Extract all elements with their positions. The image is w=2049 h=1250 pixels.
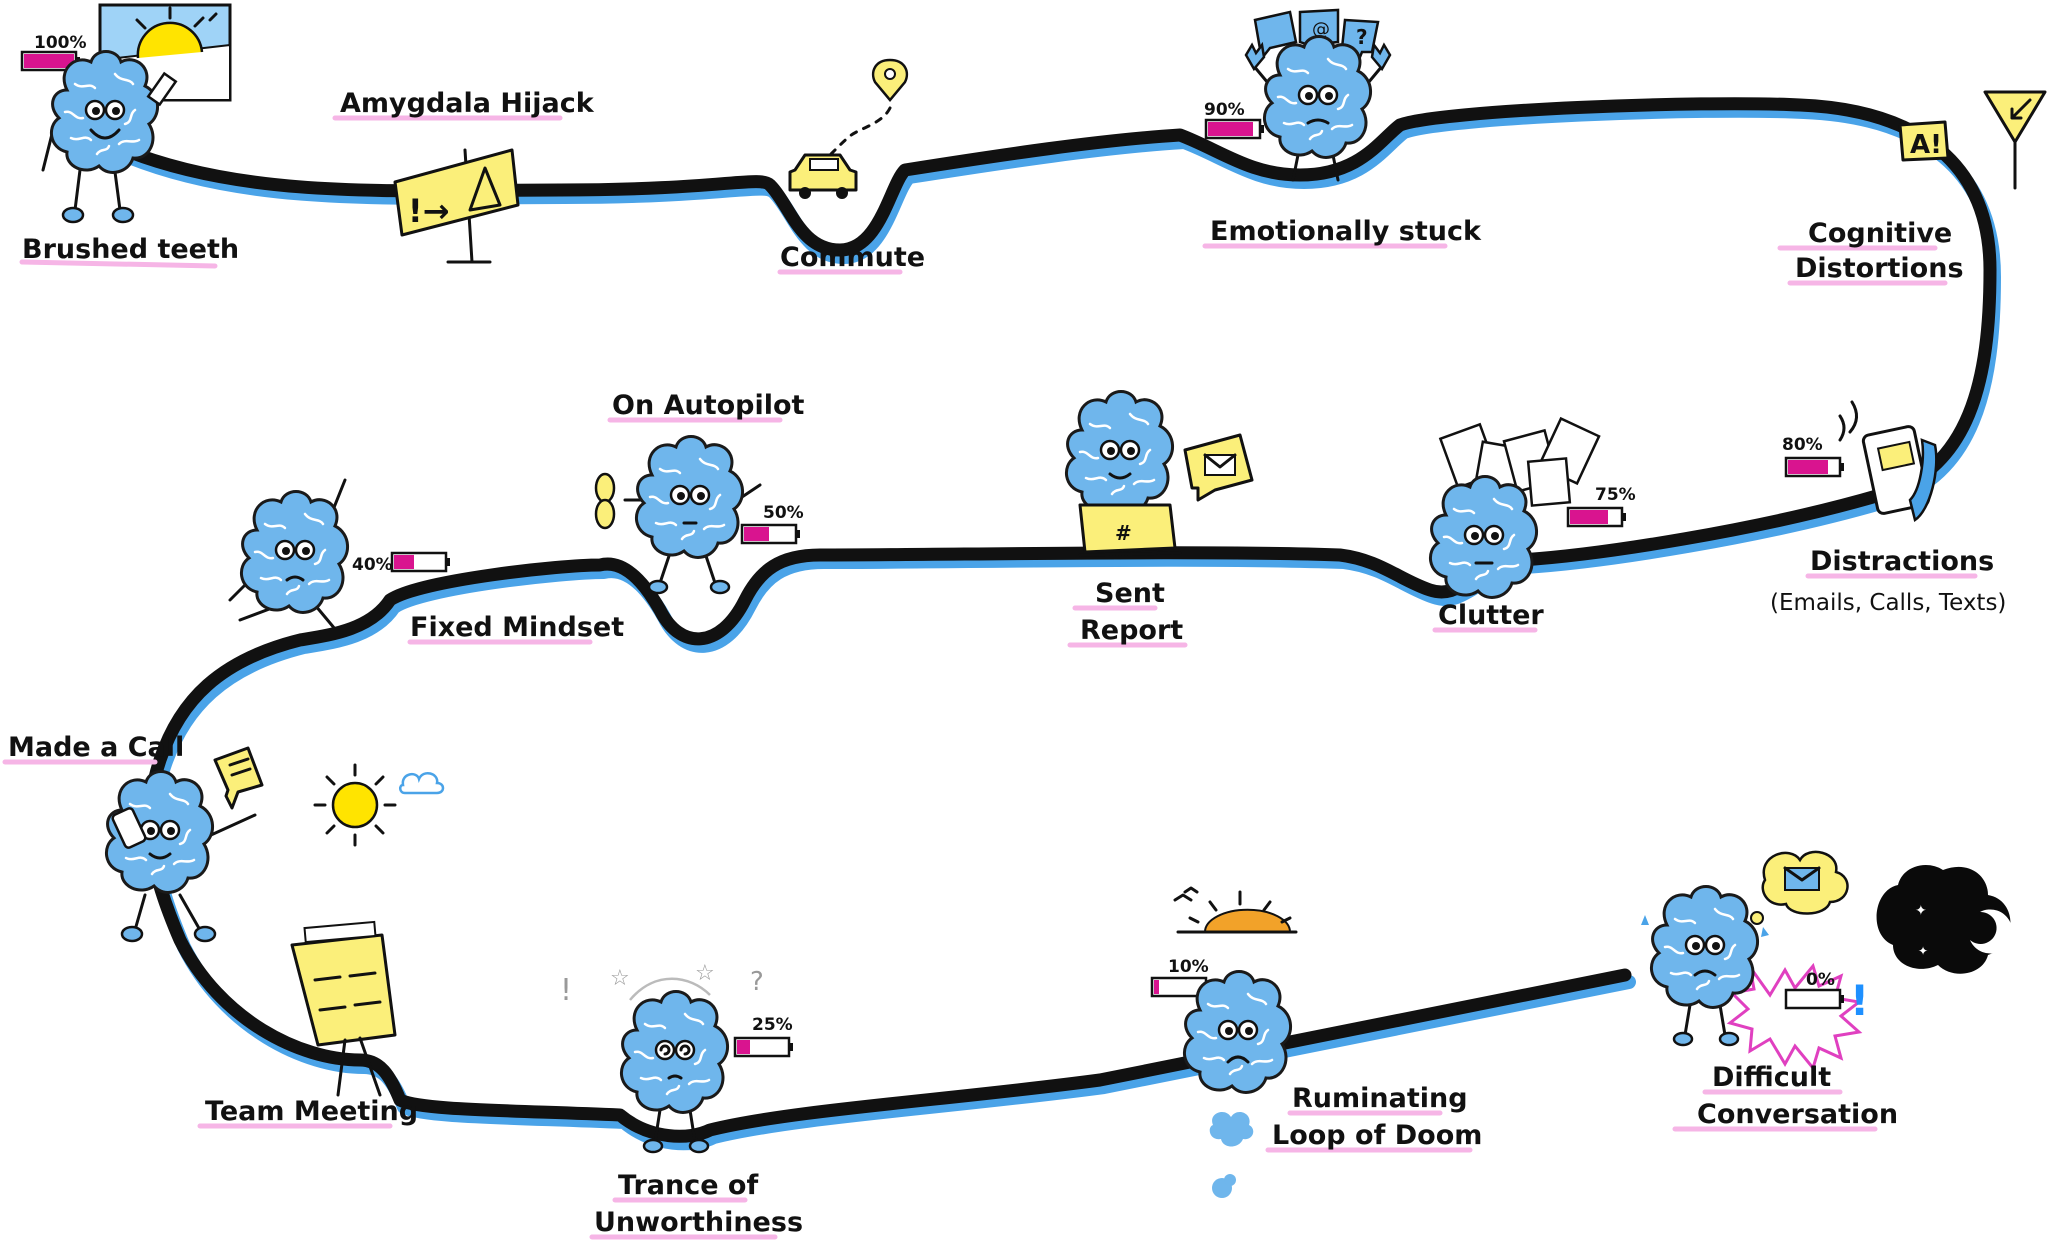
label-on-autopilot: On Autopilot bbox=[612, 390, 805, 421]
label-report: Report bbox=[1080, 615, 1183, 646]
stop-distractions: 80% Distractions (Emails, Calls, Texts) bbox=[1770, 400, 2006, 616]
brain-character-anxious bbox=[1641, 885, 1769, 1047]
label-brushed-teeth: Brushed teeth bbox=[22, 234, 239, 265]
battery-75: 75% bbox=[1566, 485, 1636, 528]
stop-brushed-teeth: 100% Brushed teeth bbox=[19, 3, 239, 269]
documents-icon bbox=[1438, 416, 1601, 507]
battery-50: 50% bbox=[740, 503, 804, 545]
flipchart-icon bbox=[290, 920, 397, 1097]
road bbox=[118, 97, 2001, 1151]
toothbrush-icon bbox=[146, 71, 178, 107]
label-distortions: Distortions bbox=[1795, 253, 1964, 284]
battery-percent: 100% bbox=[34, 33, 87, 53]
label-distractions: Distractions bbox=[1810, 546, 1994, 577]
svg-text:✦: ✦ bbox=[1915, 903, 1927, 919]
battery-percent: 0% bbox=[1806, 970, 1835, 990]
label-difficult: Difficult bbox=[1712, 1062, 1831, 1093]
stop-commute: Commute bbox=[777, 58, 925, 275]
battery-80: 80% bbox=[1782, 435, 1844, 478]
svg-text:?: ? bbox=[1356, 25, 1368, 49]
warning-sign-icon: A! bbox=[1898, 120, 1950, 162]
battery-10: 10% bbox=[1150, 957, 1210, 998]
battery-100: 100% bbox=[20, 33, 87, 72]
svg-text:#: # bbox=[1115, 521, 1132, 545]
road-line bbox=[118, 97, 1997, 1143]
label-emotionally-stuck: Emotionally stuck bbox=[1210, 216, 1482, 247]
brain-character-dizzy bbox=[619, 990, 730, 1154]
svg-text:☆: ☆ bbox=[610, 966, 630, 991]
battery-percent: 50% bbox=[763, 503, 804, 523]
label-trance-of: Trance of bbox=[618, 1170, 758, 1201]
brain-character-calling bbox=[104, 770, 257, 943]
battery-percent: 10% bbox=[1168, 957, 1209, 977]
sunset-icon bbox=[1173, 886, 1298, 934]
svg-text:✦: ✦ bbox=[1918, 944, 1928, 958]
battery-percent: 75% bbox=[1595, 485, 1636, 505]
label-distractions-sub: (Emails, Calls, Texts) bbox=[1770, 590, 2006, 616]
stop-cognitive-distortions: A! Cognitive Distortions bbox=[1777, 90, 2047, 286]
stop-clutter: 75% Clutter bbox=[1428, 416, 1636, 633]
speech-bubble-icon bbox=[213, 746, 264, 810]
stop-ruminating: 10% Ruminating Loop of Doom bbox=[1150, 886, 1482, 1198]
stop-sent-report: # Sent Report bbox=[1064, 390, 1254, 648]
stop-emotionally-stuck: @ ? 90% Emotionally stuck bbox=[1202, 8, 1482, 249]
brain-character-autopilot bbox=[634, 435, 762, 595]
battery-40: 40% bbox=[352, 551, 450, 575]
alert-starburst-icon: 0% ! bbox=[1726, 962, 1869, 1072]
brain-character-happy bbox=[41, 50, 178, 224]
stop-amygdala-hijack: Amygdala Hijack !→ bbox=[332, 88, 595, 264]
svg-text:@: @ bbox=[1312, 19, 1330, 40]
battery-percent: 25% bbox=[752, 1015, 793, 1035]
warning-sign-icon: !→ bbox=[393, 148, 520, 264]
battery-percent: 40% bbox=[352, 555, 393, 575]
car-icon bbox=[788, 153, 858, 199]
label-loop-of-doom: Loop of Doom bbox=[1272, 1120, 1482, 1151]
dizzy-symbols-icon: ! ☆ ☆ ? bbox=[560, 961, 764, 1016]
label-conversation: Conversation bbox=[1697, 1099, 1898, 1130]
label-amygdala-hijack: Amygdala Hijack bbox=[340, 88, 595, 119]
label-commute: Commute bbox=[780, 242, 925, 273]
svg-text:A!: A! bbox=[1910, 130, 1942, 160]
label-clutter: Clutter bbox=[1438, 600, 1544, 631]
battery-percent: 80% bbox=[1782, 435, 1823, 455]
label-made-a-call: Made a Call bbox=[8, 732, 184, 763]
label-cognitive: Cognitive bbox=[1808, 218, 1952, 249]
label-ruminating: Ruminating bbox=[1292, 1083, 1468, 1114]
stop-trance-of-unworthiness: ! ☆ ☆ ? 25% Trance of Unworthiness bbox=[560, 961, 803, 1240]
label-fixed-mindset: Fixed Mindset bbox=[410, 612, 624, 643]
night-moon-icon: ✦ ✦ bbox=[1876, 865, 2013, 974]
label-team-meeting: Team Meeting bbox=[205, 1096, 418, 1127]
thought-puffs-icon bbox=[1209, 1111, 1254, 1198]
stop-on-autopilot: On Autopilot 50% bbox=[594, 390, 805, 595]
sun-icon bbox=[313, 763, 397, 847]
cloud-icon bbox=[399, 771, 445, 795]
battery-25: 25% bbox=[733, 1015, 793, 1058]
thought-bubble-icon bbox=[1743, 850, 1849, 937]
svg-text:☆: ☆ bbox=[695, 961, 715, 986]
stop-fixed-mindset: 40% Fixed Mindset bbox=[228, 478, 624, 645]
yield-sign-icon bbox=[1983, 90, 2047, 190]
stop-difficult-conversation: ✦ ✦ 0% ! Diffi bbox=[1641, 850, 2013, 1132]
svg-text:!→: !→ bbox=[408, 192, 449, 230]
svg-text:?: ? bbox=[750, 967, 764, 997]
svg-text:!: ! bbox=[1850, 976, 1869, 1025]
battery-percent: 90% bbox=[1204, 100, 1245, 120]
label-unworthiness: Unworthiness bbox=[594, 1207, 803, 1238]
stop-team-meeting: Team Meeting bbox=[197, 920, 418, 1129]
svg-text:!: ! bbox=[560, 973, 572, 1008]
laptop-icon: # bbox=[1078, 503, 1182, 557]
envelope-icon bbox=[1183, 433, 1254, 502]
brain-character-stuck bbox=[1244, 35, 1392, 182]
brain-character-working bbox=[1064, 390, 1175, 514]
brain-character-overwhelmed bbox=[1428, 475, 1539, 599]
battery-90: 90% bbox=[1204, 100, 1264, 140]
phone-icon bbox=[1838, 400, 1938, 523]
brain-character-fixed bbox=[228, 478, 350, 637]
stop-made-a-call: Made a Call bbox=[2, 732, 445, 943]
label-sent: Sent bbox=[1095, 578, 1165, 609]
location-pin-icon bbox=[818, 58, 909, 166]
brain-character-ruminating bbox=[1182, 970, 1293, 1094]
